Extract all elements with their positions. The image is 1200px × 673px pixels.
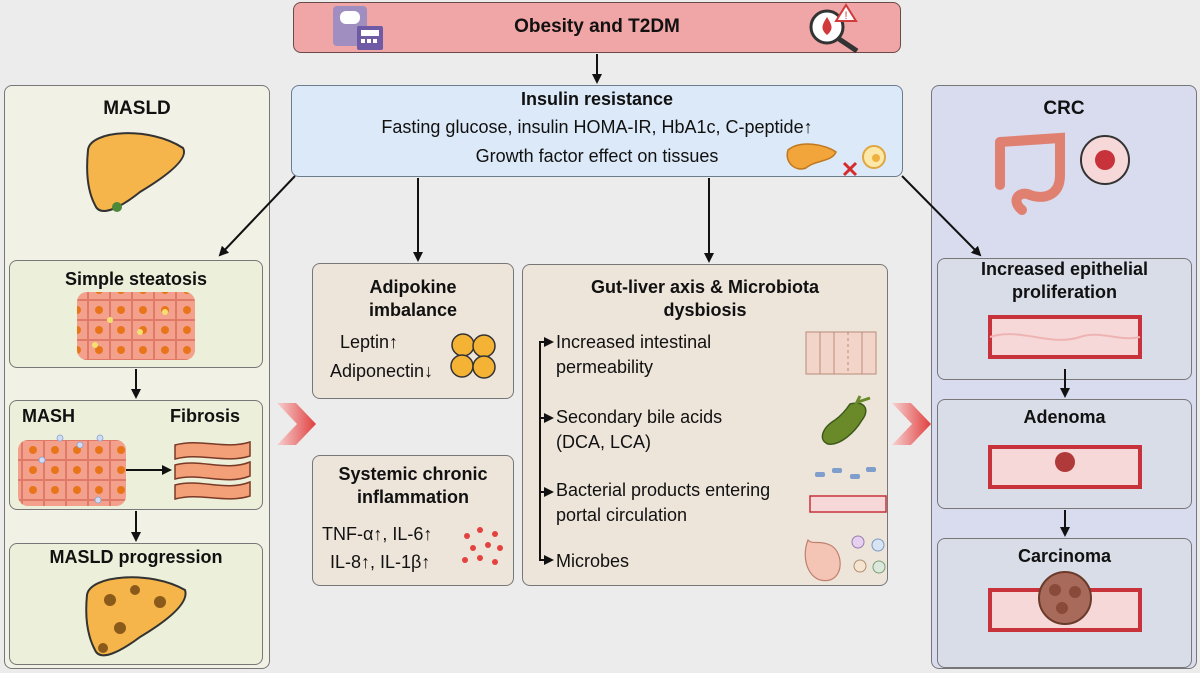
vessel-normal-icon (988, 315, 1142, 359)
glucose-magnifier-icon: ! (809, 3, 859, 54)
steatosis-tissue-icon (77, 292, 195, 360)
masld-progression-title: MASLD progression (49, 547, 223, 567)
simple-steatosis-title: Simple steatosis (64, 269, 208, 289)
adipokine-title: Adipokine imbalance (368, 277, 458, 321)
gut-item-bile-acids: Secondary bile acids (DCA, LCA) (556, 407, 723, 453)
inflammation-box (312, 455, 514, 586)
crc-title: CRC (1043, 98, 1085, 119)
vessel-adenoma-icon (988, 445, 1142, 489)
microbes-icon (804, 535, 886, 582)
masld-title: MASLD (103, 98, 171, 119)
insulin-markers-text: Fasting glucose, insulin HOMA-IR, HbA1c,… (381, 117, 813, 137)
bacteria-vessel-icon (809, 467, 887, 513)
cross-icon (842, 161, 858, 177)
chevron-right-icon (892, 403, 931, 445)
gut-liver-box (522, 264, 888, 586)
tumor-zoom-icon (1080, 135, 1130, 185)
fat-droplets (92, 309, 168, 348)
fibrosis-icon (174, 440, 251, 500)
colon-icon (995, 132, 1065, 215)
carcinoma-title: Carcinoma (1017, 546, 1112, 566)
cell-icon (862, 145, 886, 169)
growth-factor-text: Growth factor effect on tissues (475, 146, 719, 166)
adiponectin-text: Adiponectin↓ (330, 361, 434, 381)
pancreas-icon (786, 143, 837, 170)
bmi-scale-icon (333, 6, 383, 50)
cytokines-line-2: IL-8↑, IL-1β↑ (330, 552, 431, 572)
cytokines-line-1: TNF-α↑, IL-6↑ (322, 524, 433, 544)
intestinal-barrier-icon (805, 331, 877, 375)
liver-icon (86, 132, 186, 212)
mash-tissue-icon (18, 440, 126, 506)
immune-cells (38, 434, 104, 504)
adenoma-title: Adenoma (1023, 407, 1106, 427)
arrow-insulin-to-proliferation (901, 175, 982, 257)
cytokine-dots-icon (462, 527, 503, 565)
obesity-t2dm-title: Obesity and T2DM (514, 16, 680, 37)
vessel-carcinoma-icon (988, 571, 1142, 632)
chevron-left-icon (277, 403, 316, 445)
cirrhotic-liver-icon (85, 576, 187, 657)
gut-item-bacterial-products: Bacterial products entering portal circu… (556, 480, 771, 526)
gallbladder-icon (821, 395, 871, 445)
obesity-t2dm-box (293, 2, 901, 53)
adipocyte-icon (450, 333, 496, 379)
fibrosis-title: Fibrosis (170, 406, 241, 426)
svg-text:!: ! (844, 10, 847, 22)
gut-item-microbes: Microbes (556, 551, 630, 571)
leptin-text: Leptin↑ (340, 332, 399, 352)
gut-item-permeability: Increased intestinal permeability (556, 332, 712, 378)
gut-bracket (539, 341, 550, 561)
gut-liver-title: Gut-liver axis & Microbiota dysbiosis (590, 277, 820, 321)
arrow-insulin-to-steatosis (218, 175, 296, 257)
insulin-resistance-title: Insulin resistance (520, 89, 674, 109)
inflammation-title: Systemic chronic inflammation (338, 464, 488, 508)
proliferation-title: Increased epithelial proliferation (980, 259, 1149, 303)
flow-arrows (125, 54, 1070, 565)
mash-title: MASH (22, 406, 75, 426)
